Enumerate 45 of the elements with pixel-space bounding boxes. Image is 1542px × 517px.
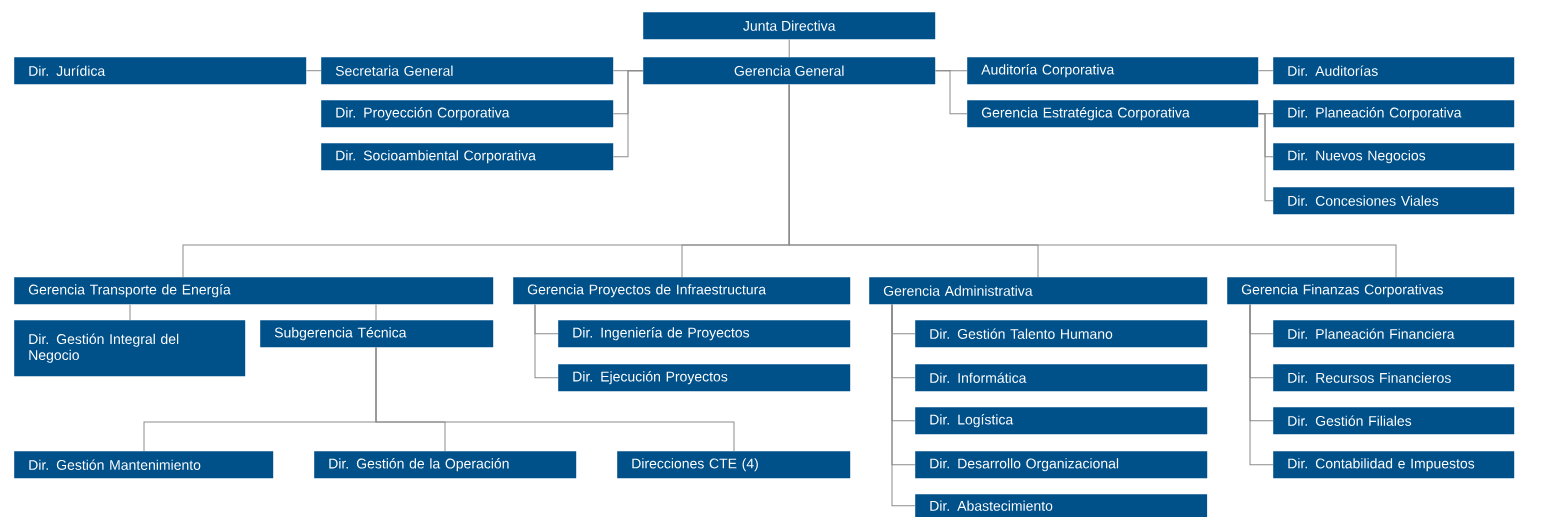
org-box: Dir. Proyección Corporativa	[321, 100, 614, 128]
org-box: Gerencia Transporte de Energía	[14, 277, 494, 305]
org-box: Dir. Desarrollo Organizacional	[915, 451, 1208, 479]
org-box: Dir. Informática	[915, 364, 1208, 392]
connector-line	[1257, 70, 1274, 72]
org-box: Dir. Gestión Integral del Negocio	[14, 320, 246, 377]
org-box: Gerencia Finanzas Corporativas	[1227, 277, 1515, 305]
org-box: Dir. Gestión de la Operación	[314, 451, 577, 479]
connector-line	[305, 70, 322, 72]
org-box: Gerencia General	[643, 57, 936, 85]
org-box: Dir. Abastecimiento	[915, 494, 1208, 517]
org-box: Auditoría Corporativa	[967, 57, 1259, 85]
org-box: Dir. Planeación Financiera	[1273, 320, 1515, 348]
connector-line	[375, 303, 377, 321]
org-box: Gerencia Administrativa	[869, 277, 1208, 305]
org-box: Gerencia Proyectos de Infraestructura	[513, 277, 851, 305]
connector-line	[934, 70, 968, 115]
org-box: Dir. Auditorías	[1273, 57, 1515, 85]
org-box: Junta Directiva	[643, 12, 936, 40]
org-box: Subgerencia Técnica	[260, 320, 494, 348]
connector-line	[788, 83, 1397, 278]
connector-line	[612, 70, 644, 158]
org-box: Dir. Jurídica	[14, 57, 307, 85]
org-box: Dir. Nuevos Negocios	[1273, 143, 1515, 171]
org-box: Dir. Gestión Filiales	[1273, 407, 1515, 435]
org-box: Dir. Gestión Talento Humano	[915, 320, 1208, 348]
connector-line	[1249, 303, 1274, 466]
connector-line	[534, 303, 559, 379]
org-box: Gerencia Estratégica Corporativa	[967, 100, 1259, 128]
org-box: Dir. Contabilidad e Impuestos	[1273, 451, 1515, 479]
connector-line	[375, 346, 735, 452]
org-box: Dir. Socioambiental Corporativa	[321, 143, 614, 171]
org-box: Secretaria General	[321, 57, 614, 85]
connector-line	[1257, 113, 1274, 202]
connector-line	[788, 38, 790, 58]
org-box: Dir. Concesiones Viales	[1273, 187, 1515, 215]
connector-line	[129, 303, 131, 321]
org-box: Direcciones CTE (4)	[617, 451, 851, 479]
org-box: Dir. Logística	[915, 407, 1208, 435]
org-box: Dir. Ejecución Proyectos	[558, 364, 851, 392]
org-box: Dir. Planeación Corporativa	[1273, 100, 1515, 128]
org-box: Dir. Recursos Financieros	[1273, 364, 1515, 392]
org-box: Dir. Ingeniería de Proyectos	[558, 320, 851, 348]
connector-line	[891, 303, 916, 507]
org-box: Dir. Gestión Mantenimiento	[14, 451, 274, 479]
